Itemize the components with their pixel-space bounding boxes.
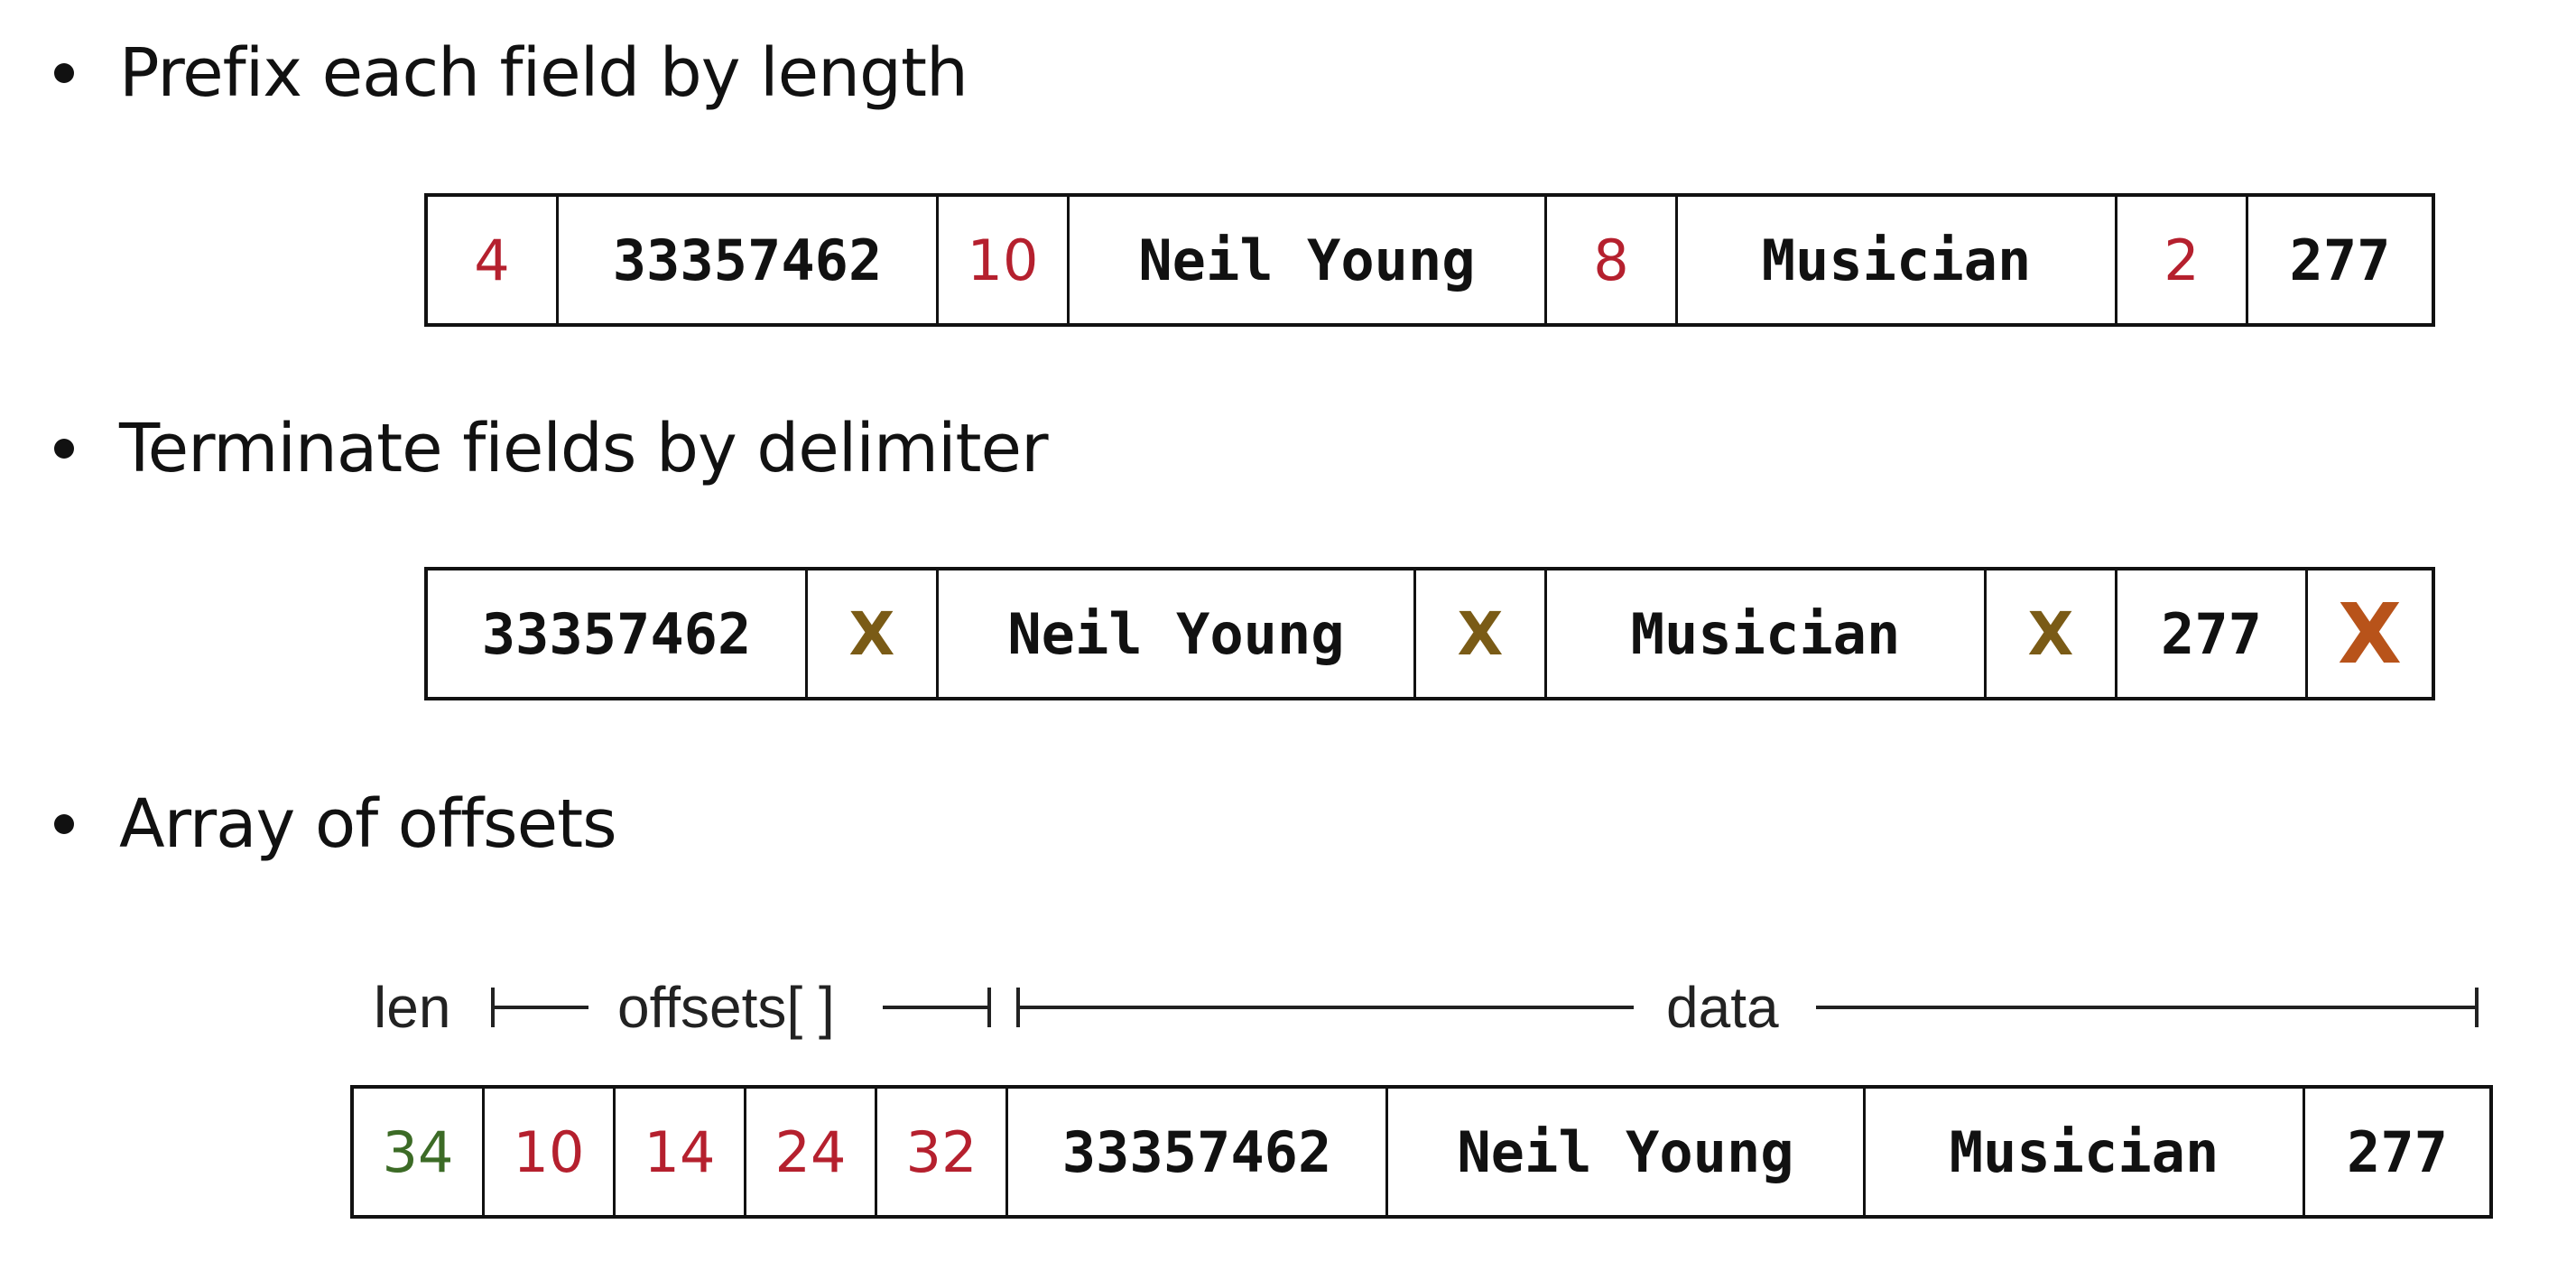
bullet-dot (54, 63, 74, 83)
field-value: 277 (2347, 1118, 2448, 1185)
length-prefix-cell: 4 (428, 197, 559, 323)
length-prefix-value: 4 (474, 227, 510, 293)
field-cell: 277 (2117, 570, 2308, 697)
length-prefix-cell: 8 (1547, 197, 1678, 323)
length-prefix-value: 8 (1593, 227, 1629, 293)
bullet-text: Prefix each field by length (119, 34, 968, 112)
field-cell: Musician (1547, 570, 1987, 697)
delimiter-cell: X (808, 570, 939, 697)
offset-cell: 24 (746, 1089, 877, 1215)
length-prefixed-record: 4 33357462 10 Neil Young 8 Musician 2 27… (424, 193, 2435, 327)
record-end-cell: X (2308, 570, 2432, 697)
delimiter-mark: X (848, 598, 895, 669)
field-cell: 33357462 (1008, 1089, 1388, 1215)
bullet-text: Terminate fields by delimiter (119, 410, 1048, 487)
field-cell: Musician (1866, 1089, 2305, 1215)
data-span-line (1016, 1006, 1634, 1009)
offsets-span-line (883, 1006, 991, 1009)
bullet-dot (54, 439, 74, 459)
bullet-delimiter: Terminate fields by delimiter (54, 415, 1048, 482)
offset-cell: 14 (616, 1089, 746, 1215)
field-value: Neil Young (1457, 1118, 1794, 1185)
delimited-record: 33357462 X Neil Young X Musician X 277 X (424, 567, 2435, 700)
delimiter-cell: X (1416, 570, 1547, 697)
bullet-dot (54, 814, 74, 834)
field-value: 277 (2161, 600, 2262, 667)
offsets-span-end-tick (987, 988, 991, 1027)
offset-array-record: 34 10 14 24 32 33357462 Neil Young Music… (350, 1085, 2493, 1219)
field-value: Neil Young (1007, 600, 1345, 667)
field-value: Musician (1761, 227, 2032, 293)
field-cell: 277 (2248, 197, 2432, 323)
record-end-mark: X (2338, 585, 2402, 682)
field-cell: 277 (2305, 1089, 2489, 1215)
length-prefix-cell: 10 (939, 197, 1070, 323)
field-value: Musician (1949, 1118, 2219, 1185)
field-cell: Neil Young (1070, 197, 1547, 323)
total-length-value: 34 (382, 1118, 454, 1185)
bullet-prefix: Prefix each field by length (54, 40, 968, 107)
data-span-end-tick (2475, 988, 2479, 1027)
field-value: 33357462 (612, 227, 883, 293)
length-prefix-cell: 2 (2117, 197, 2248, 323)
offset-value: 10 (513, 1118, 585, 1185)
field-value: 33357462 (481, 600, 752, 667)
offsets-span-line (491, 1006, 588, 1009)
field-value: Musician (1630, 600, 1901, 667)
delimiter-mark: X (1457, 598, 1504, 669)
field-cell: Neil Young (939, 570, 1416, 697)
offset-value: 14 (644, 1118, 716, 1185)
field-cell: 33357462 (428, 570, 808, 697)
field-value: 277 (2289, 227, 2391, 293)
field-cell: Musician (1678, 197, 2117, 323)
delimiter-cell: X (1987, 570, 2117, 697)
data-label: data (1666, 975, 1779, 1040)
bullet-text: Array of offsets (119, 785, 617, 863)
length-prefix-value: 10 (967, 227, 1039, 293)
delimiter-mark: X (2027, 598, 2074, 669)
bullet-offsets: Array of offsets (54, 785, 617, 863)
offset-cell: 32 (877, 1089, 1008, 1215)
data-span-line (1816, 1006, 2479, 1009)
field-value: Neil Young (1138, 227, 1476, 293)
field-cell: Neil Young (1388, 1089, 1866, 1215)
length-prefix-value: 2 (2164, 227, 2200, 293)
len-label: len (374, 975, 451, 1040)
offset-cell: 10 (485, 1089, 616, 1215)
field-value: 33357462 (1061, 1118, 1332, 1185)
field-cell: 33357462 (559, 197, 939, 323)
offsets-label: offsets[ ] (617, 975, 835, 1040)
total-length-cell: 34 (354, 1089, 485, 1215)
offset-value: 24 (774, 1118, 847, 1185)
offset-value: 32 (905, 1118, 978, 1185)
